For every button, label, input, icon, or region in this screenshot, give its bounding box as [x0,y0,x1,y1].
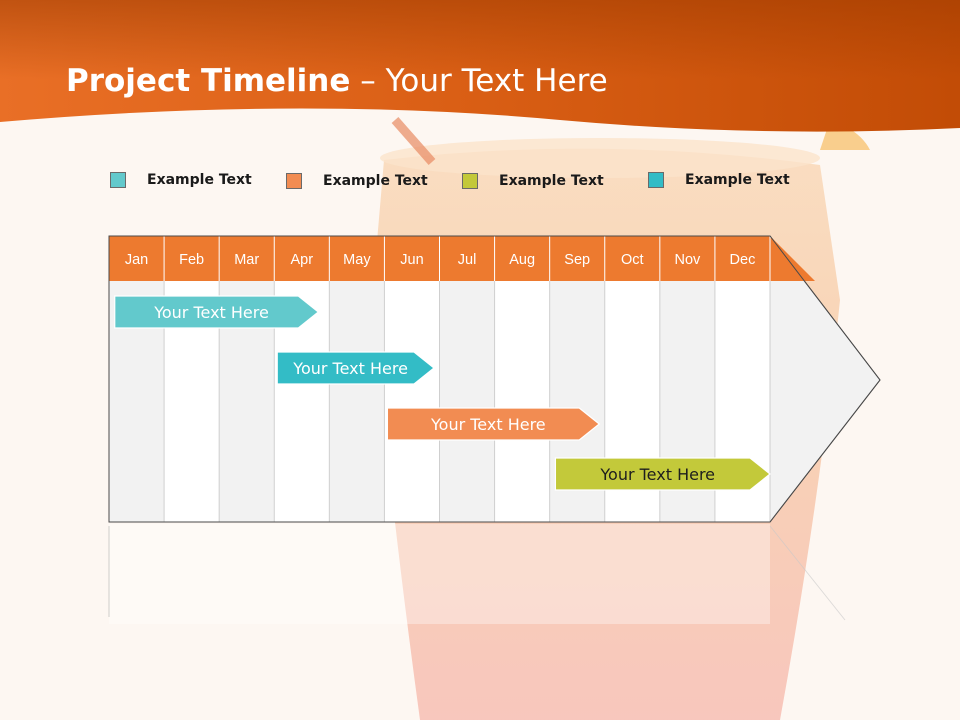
reflection-diagonal [769,525,846,621]
task-arrow [386,407,601,441]
month-column [384,281,440,522]
legend-label-3: Example Text [499,173,604,189]
legend-label-2: Example Text [323,173,428,189]
month-column [494,281,550,522]
task-label: Your Text Here [153,303,269,322]
timeline-reflection [109,524,770,624]
month-label: Aug [509,252,535,268]
month-label: Nov [674,252,701,268]
month-label: Jan [125,252,148,268]
month-column [329,281,385,522]
task-label: Your Text Here [599,465,715,484]
task-arrow [276,351,435,385]
task-arrow [554,457,771,491]
title-rest: – Your Text Here [350,63,608,99]
legend-label-1: Example Text [147,172,252,188]
task-arrow [114,295,320,329]
legend-swatch-3 [462,173,478,189]
title-bold: Project Timeline [66,63,351,99]
month-label: Feb [179,252,204,268]
legend-swatch-2 [286,173,302,189]
legend-swatch-4 [648,172,664,188]
month-label: Mar [234,252,259,268]
legend-label-4: Example Text [685,172,790,188]
month-label: Dec [730,252,756,268]
legend-swatch-1 [110,172,126,188]
timeline-outline [108,235,881,523]
month-label: Jul [458,252,477,268]
header-arrow-tip [770,236,815,281]
month-label: Oct [621,252,644,268]
month-label: May [343,252,371,268]
task-label: Your Text Here [430,415,546,434]
month-label: Jun [400,252,423,268]
task-label: Your Text Here [292,359,408,378]
month-label: Apr [291,252,314,268]
month-label: Sep [564,252,590,268]
page-title: Project Timeline – Your Text Here [66,60,608,102]
month-column [439,281,495,522]
